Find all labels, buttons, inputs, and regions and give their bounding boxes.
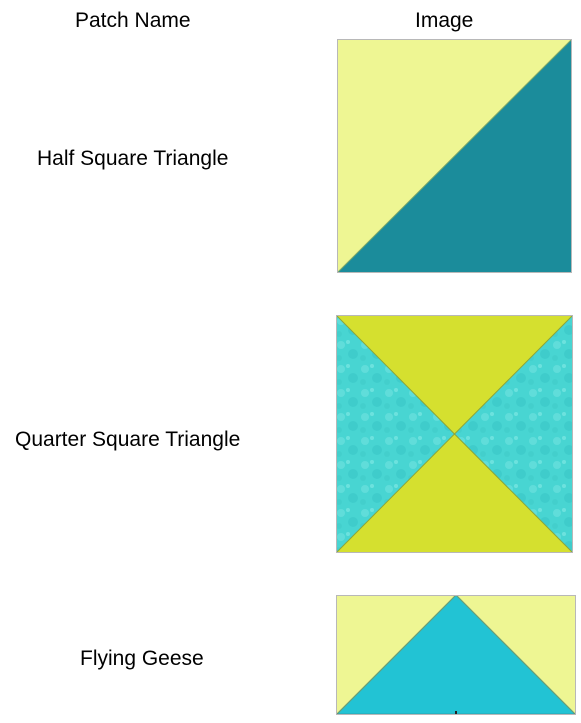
patch-name-quarter-square-triangle: Quarter Square Triangle bbox=[15, 427, 240, 453]
flying-geese-image bbox=[336, 595, 576, 715]
half-square-triangle-image bbox=[337, 39, 572, 273]
header-image: Image bbox=[415, 8, 473, 34]
header-patch-name: Patch Name bbox=[75, 8, 191, 34]
patch-name-half-square-triangle: Half Square Triangle bbox=[37, 146, 228, 172]
patch-name-flying-geese: Flying Geese bbox=[80, 646, 204, 672]
quarter-square-triangle-image bbox=[336, 315, 573, 553]
